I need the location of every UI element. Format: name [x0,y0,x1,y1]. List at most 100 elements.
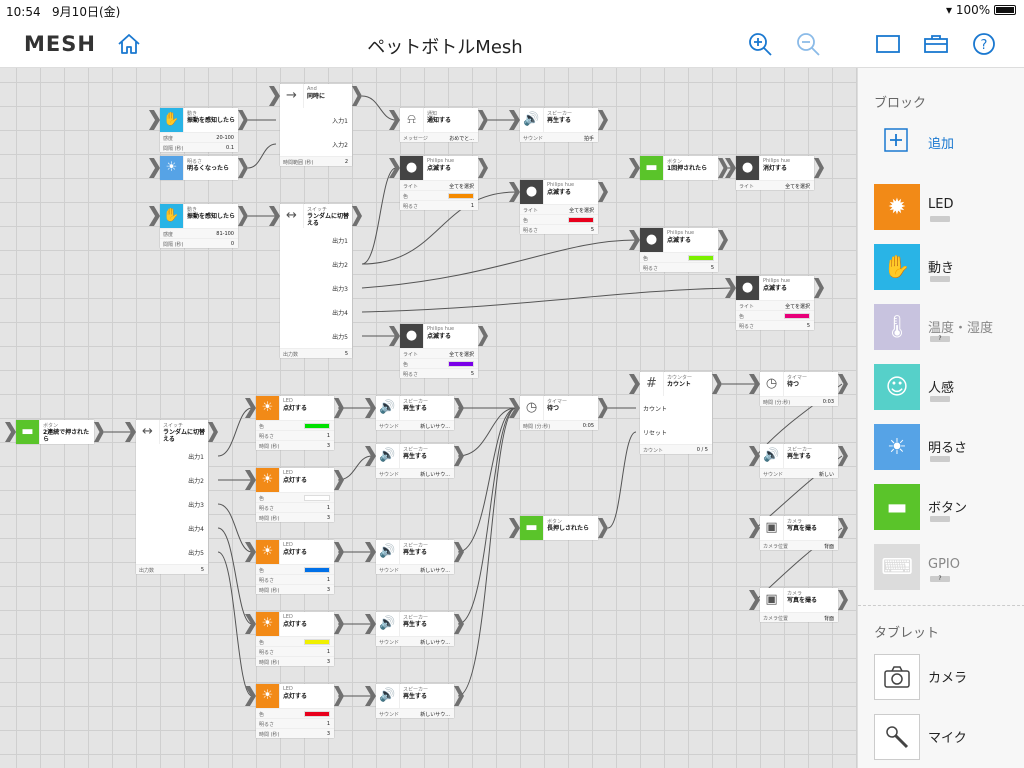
motion-icon: ✋ [160,108,184,132]
block-camera[interactable]: ▣カメラ写真を撮るカメラ位置背面 [749,516,848,550]
sidebar-block-human[interactable]: ☺人感 [874,364,1024,410]
block-speaker[interactable]: 🔊スピーカー再生するサウンド新しい [749,444,848,478]
sidebar-block-led[interactable]: ✹LED [874,184,1024,230]
block-timer[interactable]: ◷タイマー待つ時間 (分:秒)0:03 [749,372,848,406]
block-timer[interactable]: ◷タイマー待つ時間 (分:秒)0:05 [509,396,608,430]
block-port[interactable]: 出力1 [188,454,204,461]
block-category: Philips hue [667,230,695,236]
help-icon[interactable]: ? [970,30,998,58]
block-notify[interactable]: ⍾通知通知するメッセージおめでと... [389,108,488,142]
block-property: 時間 (秒)3 [256,656,334,666]
toolbox-icon[interactable] [922,30,950,58]
block-port[interactable]: 出力4 [188,526,204,533]
block-name: 点滅する [763,285,788,292]
brightness-icon: ☀ [160,156,184,180]
hue-icon: ● [640,228,664,252]
block-category: スイッチ [163,423,184,429]
battery-indicator [930,216,950,222]
led-icon: ☀ [256,540,280,564]
add-block-button[interactable]: 追加 [874,126,1024,156]
tablet-item-mic[interactable]: マイク [874,714,1024,760]
block-name: 再生する [403,549,428,556]
block-name: 待つ [787,381,800,388]
block-port[interactable]: 出力3 [188,502,204,509]
led-icon: ☀ [256,684,280,708]
block-brightness[interactable]: ☀明るさ明るくなったら [149,156,248,180]
sidebar-block-gpio[interactable]: ⌨GPIO? [874,544,1024,590]
block-port[interactable]: 出力3 [332,286,348,293]
block-speaker[interactable]: 🔊スピーカー再生するサウンド新しいサウ... [365,540,464,574]
block-category: タイマー [787,375,808,381]
block-camera[interactable]: ▣カメラ写真を撮るカメラ位置背面 [749,588,848,622]
block-port[interactable]: 入力1 [332,118,348,125]
block-property: 間隔 (秒)0 [160,238,238,248]
block-property: サウンド拍手 [520,132,598,142]
home-icon[interactable] [116,31,142,57]
status-bar: 10:54 9月10日(金) ▾ 100% [0,0,1024,20]
speaker-icon: 🔊 [376,684,400,708]
zoom-out-icon[interactable] [794,30,822,58]
block-speaker[interactable]: 🔊スピーカー再生するサウンド新しいサウ... [365,396,464,430]
sidebar-block-motion[interactable]: ✋動き [874,244,1024,290]
block-port[interactable]: リセット [643,430,668,437]
block-property: 時間 (分:秒)0:03 [760,396,838,406]
block-property: サウンド新しいサウ... [376,420,454,430]
block-port[interactable]: 入力2 [332,142,348,149]
block-name: 同時に [307,93,326,100]
button-icon: ▬ [520,516,544,540]
block-port[interactable]: 出力5 [332,334,348,341]
block-port[interactable]: 出力2 [188,478,204,485]
block-button[interactable]: ▬ボタン長押しされたら [509,516,608,540]
block-speaker[interactable]: 🔊スピーカー再生するサウンド新しいサウ... [365,612,464,646]
block-property: ライト全てを選択 [736,180,814,190]
block-category: カメラ [787,519,803,525]
sidebar-block-temperature[interactable]: 🌡温度・湿度? [874,304,1024,350]
svg-text:?: ? [981,38,988,53]
sidebar-block-button[interactable]: ▬ボタン [874,484,1024,530]
block-speaker[interactable]: 🔊スピーカー再生するサウンド新しいサウ... [365,444,464,478]
block-port[interactable]: 出力4 [332,310,348,317]
block-port[interactable]: 出力5 [188,550,204,557]
led-icon: ✹ [874,184,920,230]
block-port[interactable]: 出力1 [332,238,348,245]
block-category: LED [283,614,293,620]
zoom-in-icon[interactable] [746,30,774,58]
block-port[interactable]: 出力2 [332,262,348,269]
speaker-icon: 🔊 [760,444,784,468]
block-speaker[interactable]: 🔊スピーカー再生するサウンド拍手 [509,108,608,142]
color-swatch [304,495,330,501]
tablet-item-camera[interactable]: カメラ [874,654,1024,700]
sidebar-block-brightness[interactable]: ☀明るさ [874,424,1024,470]
block-speaker[interactable]: 🔊スピーカー再生するサウンド新しいサウ... [365,684,464,718]
block-port[interactable]: カウント [643,406,668,413]
panel-icon[interactable] [874,30,902,58]
hue-icon: ● [736,276,760,300]
speaker-icon: 🔊 [520,108,544,132]
